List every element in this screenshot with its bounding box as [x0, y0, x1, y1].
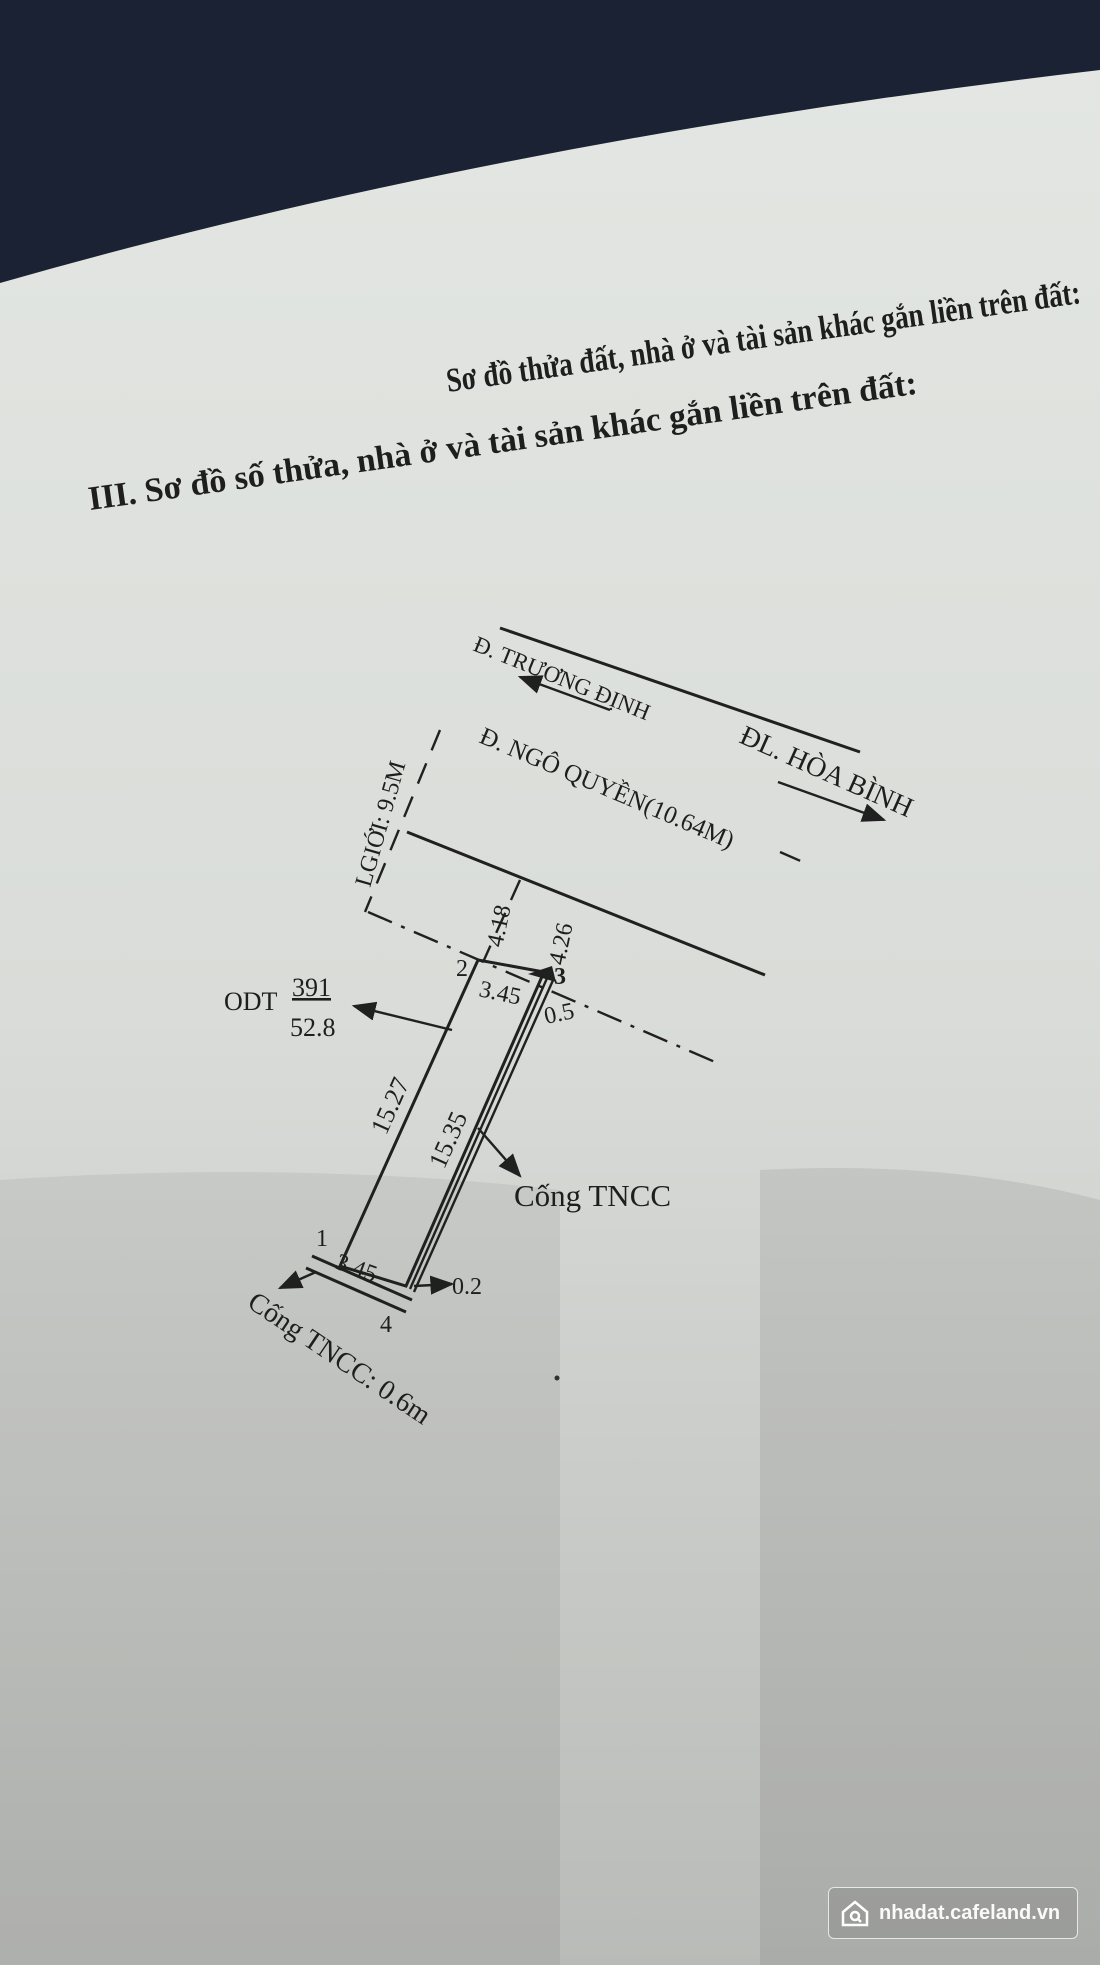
- lo-gioi-dash: [363, 729, 442, 913]
- paper-shadow: [0, 1172, 560, 1965]
- drain-bottom-arrow: [277, 1270, 317, 1290]
- corner-3: 3: [554, 964, 566, 990]
- bottom-line-b: [305, 1266, 407, 1314]
- ink-dot: [554, 1375, 560, 1381]
- parcel-info-arrow: [351, 1001, 453, 1032]
- corner-4: 4: [380, 1312, 392, 1338]
- corner-2: 2: [456, 956, 468, 982]
- paper-shadow-right: [760, 1168, 1100, 1965]
- offset-top-label: 0.5: [542, 998, 577, 1030]
- truong-dinh-arrow: [517, 675, 611, 712]
- drain-right-label: Cống TNCC: [514, 1178, 671, 1213]
- drain-right-arrow: [477, 1127, 522, 1178]
- ngo-quyen-dash: [779, 850, 813, 868]
- corner-3-marker: [528, 966, 556, 982]
- street-line-hoa-binh: [499, 626, 861, 754]
- land-type-label: ODT: [224, 987, 278, 1016]
- parcel-outline: [337, 958, 547, 1288]
- road-edge-line: [406, 830, 766, 977]
- parcel-number-label: 391: [292, 973, 331, 1002]
- offset-bottom-arrow: [413, 1275, 455, 1295]
- watermark: nhadat.cafeland.vn: [828, 1887, 1078, 1939]
- bottom-line-a: [311, 1254, 413, 1302]
- drain-line-inner: [408, 975, 550, 1290]
- watermark-text: nhadat.cafeland.vn: [879, 1901, 1061, 1924]
- house-logo-icon: [841, 1900, 869, 1927]
- paper-sheet: [0, 70, 1100, 1965]
- corner-1: 1: [316, 1226, 328, 1252]
- area-label: 52.8: [290, 1013, 336, 1042]
- setback-left-dash: [482, 879, 522, 961]
- setback-line: [367, 910, 716, 1064]
- hoa-binh-arrow: [777, 780, 887, 822]
- offset-bottom-label: 0.2: [452, 1274, 482, 1300]
